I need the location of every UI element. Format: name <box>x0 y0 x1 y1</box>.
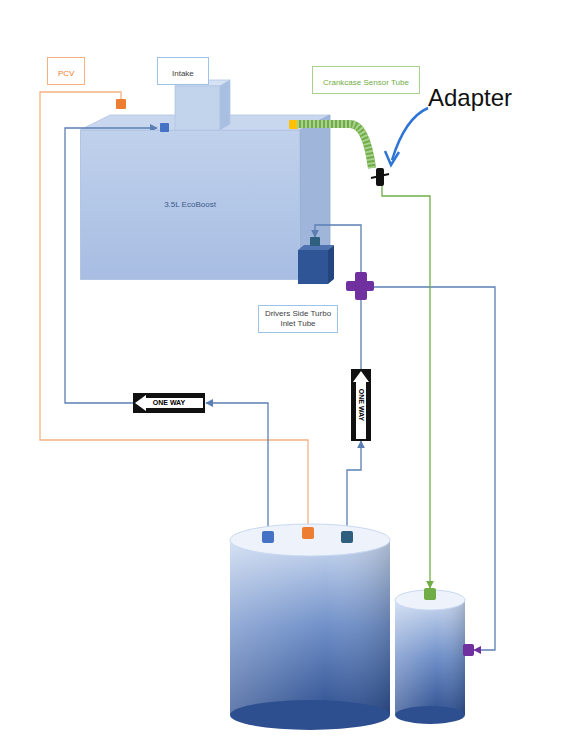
intake-box: Intake <box>157 57 227 131</box>
tee-fitting <box>346 281 374 291</box>
hose-connector <box>315 225 361 369</box>
tee-to-small-can-hose <box>374 287 495 650</box>
intake-side-face <box>220 80 230 130</box>
turbo-inlet-port <box>310 237 320 246</box>
node-label: Intake <box>172 69 194 79</box>
sign-text: ONE WAY <box>153 399 185 407</box>
turbo-inlet-box: Drivers Side Turbo Inlet Tube <box>258 237 338 333</box>
can-port <box>341 531 353 543</box>
adapter-fitting <box>376 168 384 186</box>
turbo-label-box: Drivers Side Turbo Inlet Tube <box>258 305 338 333</box>
engine-block: 3.5L EcoBoost <box>80 130 300 280</box>
one-way-sign: ONE WAY <box>133 393 205 413</box>
one-way-arrow-shape <box>135 395 203 411</box>
catch-can-body <box>230 540 390 715</box>
catch-can-bottom <box>230 700 390 730</box>
small-can-bottom <box>395 706 465 724</box>
tee-fitting <box>355 272 367 300</box>
sensor-tube <box>297 124 372 168</box>
node-label: Crankcase Sensor Tube <box>323 78 409 88</box>
small-can-shade <box>395 600 465 715</box>
turbo-inlet-top <box>298 245 334 250</box>
engine-side-face <box>300 115 330 280</box>
can-port <box>424 588 436 600</box>
can-to-check-valve-hose <box>206 403 268 531</box>
can-to-check-valve-hose <box>347 441 361 531</box>
pcv-label-box: PCV <box>47 57 85 85</box>
one-way-face: ONE WAY <box>351 369 371 441</box>
sensor-tube-label-box: Crankcase Sensor Tube <box>312 66 420 94</box>
node-label: PCV <box>58 69 74 79</box>
one-way-face: ONE WAY <box>133 393 205 413</box>
sensor-tube-ribs <box>297 124 372 168</box>
turbo-inlet-front <box>298 250 328 284</box>
engine-name: 3.5L EcoBoost <box>164 200 216 210</box>
adapter-fitting <box>371 174 389 178</box>
callout-label: Adapter <box>428 84 512 112</box>
intake-label-box: Intake <box>157 57 209 85</box>
can-port <box>262 531 274 543</box>
can-port <box>463 644 474 656</box>
callout-arrow <box>392 108 428 160</box>
node-label: Drivers Side Turbo Inlet Tube <box>263 309 333 329</box>
crankcase-port <box>289 120 298 129</box>
catch-can-shade <box>230 540 390 715</box>
intake-front-face <box>175 86 220 130</box>
turbo-inlet-side <box>328 245 334 284</box>
small-can-body <box>395 600 465 715</box>
sensor-tube-hose <box>382 186 430 588</box>
pcv-port <box>116 99 126 109</box>
sign-text: ONE WAY <box>357 389 365 421</box>
can-port <box>302 527 314 539</box>
catch-can-top <box>230 524 390 556</box>
one-way-arrow-shape <box>353 371 369 439</box>
callout-arrowhead <box>385 151 399 165</box>
intake-port <box>160 123 169 132</box>
one-way-sign: ONE WAY <box>351 369 371 441</box>
